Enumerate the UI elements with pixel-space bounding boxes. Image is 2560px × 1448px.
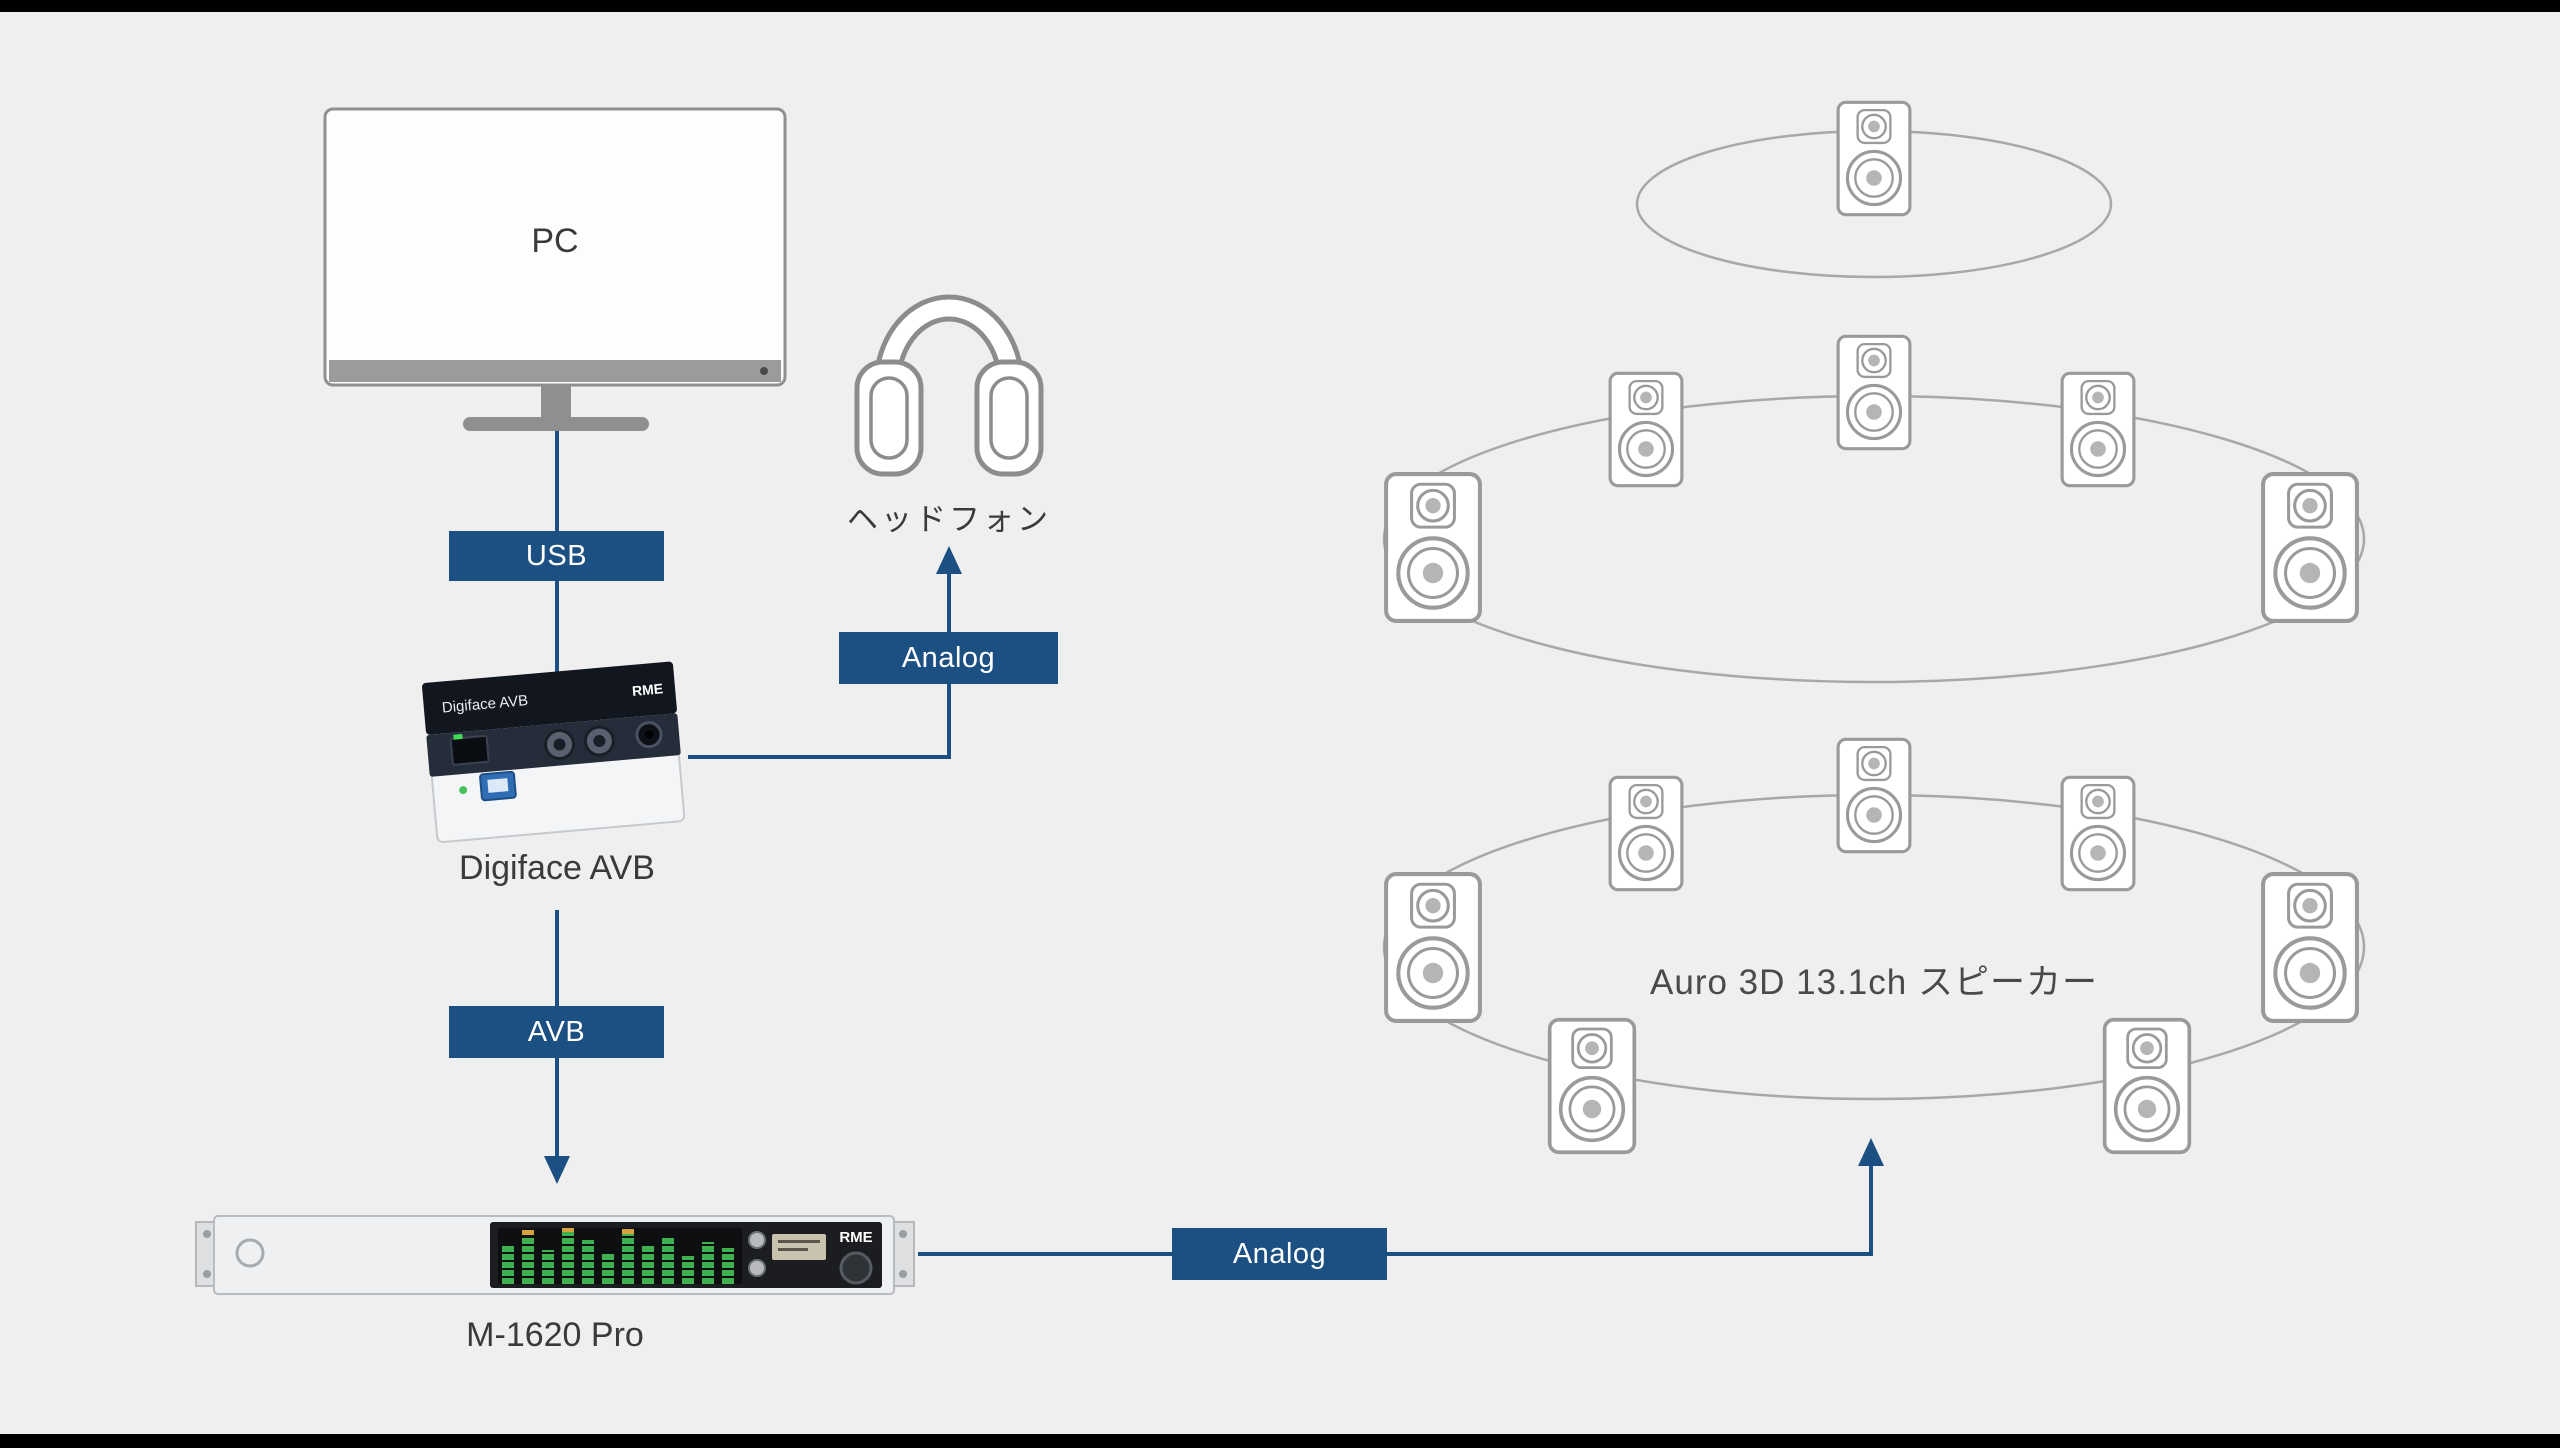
edge-analog-headphones-line — [688, 566, 951, 759]
speaker — [1386, 474, 1480, 621]
speaker — [2060, 775, 2136, 892]
digiface-label: Digiface AVB — [459, 849, 655, 887]
speaker-system-label: Auro 3D 13.1ch スピーカー — [1650, 963, 2098, 1002]
led-meters — [498, 1228, 742, 1284]
letterbox-bottom — [0, 1434, 2560, 1448]
arrowheads — [544, 546, 1884, 1184]
speaker — [1836, 100, 1912, 217]
speaker — [1836, 737, 1912, 854]
volume-knob — [839, 1251, 873, 1285]
pc-label: PC — [531, 222, 579, 260]
digiface-top-face — [422, 661, 677, 735]
display — [772, 1234, 826, 1260]
speaker — [2263, 874, 2357, 1021]
ethernet-port — [449, 734, 490, 766]
speaker — [1836, 334, 1912, 451]
digiface-brand-logo: RME — [631, 680, 663, 699]
speaker — [1386, 874, 1480, 1021]
monitor-stand-neck — [541, 385, 571, 419]
speaker — [1547, 1017, 1637, 1155]
letterbox-top — [0, 0, 2560, 12]
edge-usb-badge: USB — [449, 531, 664, 581]
pc-monitor — [323, 107, 787, 431]
encoder-knob — [748, 1231, 766, 1249]
digiface-device: Digiface AVB RME — [422, 661, 686, 843]
headphones-label: ヘッドフォン — [847, 502, 1051, 537]
arrowhead — [936, 546, 962, 574]
speaker — [2102, 1017, 2192, 1155]
power-button — [235, 1238, 265, 1268]
edge-analog-speakers-line — [918, 1160, 1873, 1256]
speaker — [2263, 474, 2357, 621]
usb-led — [459, 786, 468, 795]
encoder-knob — [748, 1259, 766, 1277]
edge-analog-speakers-badge: Analog — [1172, 1228, 1387, 1280]
arrowhead — [1858, 1138, 1884, 1166]
m1620-device: RME — [195, 1215, 915, 1295]
edge-avb-badge: AVB — [449, 1006, 664, 1058]
headphones-icon — [854, 294, 1044, 477]
edge-analog-headphones-badge: Analog — [839, 632, 1058, 684]
speaker — [1608, 371, 1684, 488]
monitor-stand-base — [463, 417, 649, 431]
power-led — [760, 367, 768, 375]
arrowhead — [544, 1156, 570, 1184]
speaker — [1608, 775, 1684, 892]
m1620-label: M-1620 Pro — [466, 1316, 644, 1354]
speaker — [2060, 371, 2136, 488]
m1620-brand-logo: RME — [839, 1229, 872, 1246]
